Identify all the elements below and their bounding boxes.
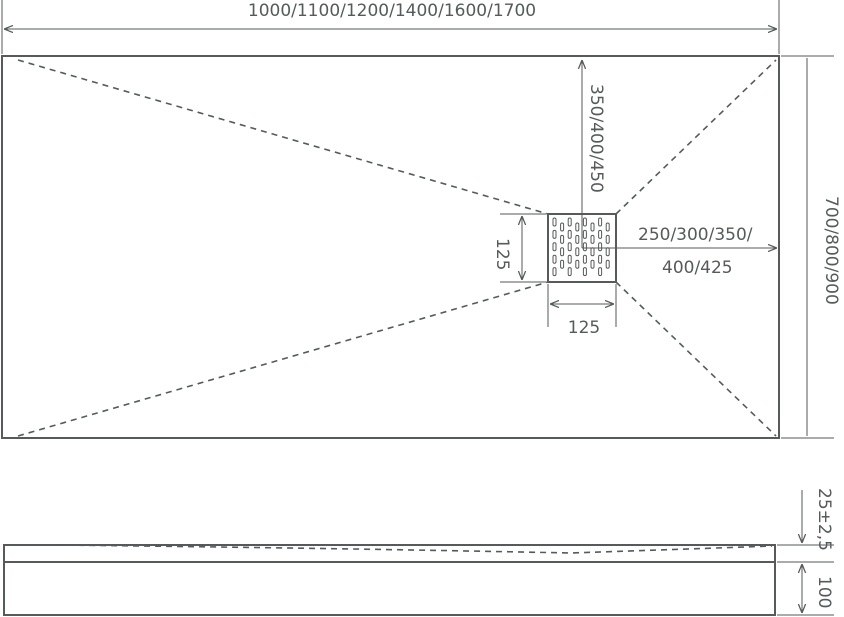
thickness-dimension: 100 [777, 561, 834, 616]
slope-depth-dimension: 25±2,5 [777, 488, 834, 551]
drain-offset-vertical-dimension: 350/400/450 [582, 60, 606, 248]
drain-width-label: 125 [568, 318, 600, 338]
drain-width-dimension: 125 [547, 284, 617, 338]
drain-slot [575, 234, 580, 244]
drain-offset-horizontal-label-1: 250/300/350/ [638, 225, 753, 245]
drain-slot [590, 222, 595, 232]
drain-offset-horizontal-dimension: 250/300/350/ 400/425 [582, 225, 777, 278]
drain-slot [560, 234, 565, 244]
side-view: 25±2,5 100 [3, 488, 834, 616]
drain-slot [567, 229, 572, 239]
drain-slot [575, 247, 580, 257]
drain-slot [582, 254, 587, 264]
width-dimension: 700/800/900 [781, 55, 841, 439]
drain-slot [560, 222, 565, 232]
drain-slot [582, 242, 587, 252]
drain-slot [560, 259, 565, 269]
drain-slot [598, 217, 603, 227]
drain-slots [552, 217, 610, 277]
tray-outline-top [1, 55, 780, 439]
drain-slot [582, 267, 587, 277]
drain-slot [552, 217, 557, 227]
drain-slot [605, 222, 610, 232]
drain-slot [552, 267, 557, 277]
length-dimension: 1000/1100/1200/1400/1600/1700 [1, 0, 780, 54]
drain-slot [590, 234, 595, 244]
drain-height-label: 125 [492, 238, 512, 270]
tray-outline-side [3, 544, 776, 616]
drain-slot [582, 229, 587, 239]
slope-line-top-right [615, 59, 777, 215]
drain-slot [590, 259, 595, 269]
slope-line-top-left [17, 59, 549, 215]
drain-offset-horizontal-label-2: 400/425 [662, 258, 733, 278]
drain-slot [575, 222, 580, 232]
drain-offset-vertical-label: 350/400/450 [586, 84, 606, 193]
slope-profile-line [55, 544, 773, 554]
thickness-label: 100 [814, 576, 834, 608]
drain-slot [590, 247, 595, 257]
slope-lines [17, 59, 777, 437]
length-label: 1000/1100/1200/1400/1600/1700 [248, 1, 536, 21]
drain-height-dimension: 125 [492, 213, 546, 283]
slope-line-bottom-right [615, 281, 777, 437]
drain-slot [567, 242, 572, 252]
drain-slot [575, 259, 580, 269]
drain-slot [567, 254, 572, 264]
drain-slot [605, 234, 610, 244]
slope-line-bottom-left [17, 281, 549, 437]
drain-slot [552, 242, 557, 252]
drain-slot [552, 229, 557, 239]
drain-slot [598, 267, 603, 277]
slope-depth-label: 25±2,5 [814, 488, 834, 551]
drain-slot [582, 217, 587, 227]
drain-slot [567, 217, 572, 227]
top-view: 1000/1100/1200/1400/1600/1700 350/400/45… [1, 0, 841, 439]
drain-slot [560, 247, 565, 257]
drain-slot [567, 267, 572, 277]
drain-slot [598, 254, 603, 264]
drain-slot [598, 242, 603, 252]
drain-slot [605, 259, 610, 269]
drain-slot [605, 247, 610, 257]
drain-slot [598, 229, 603, 239]
width-label: 700/800/900 [821, 196, 841, 305]
drain-slot [552, 254, 557, 264]
